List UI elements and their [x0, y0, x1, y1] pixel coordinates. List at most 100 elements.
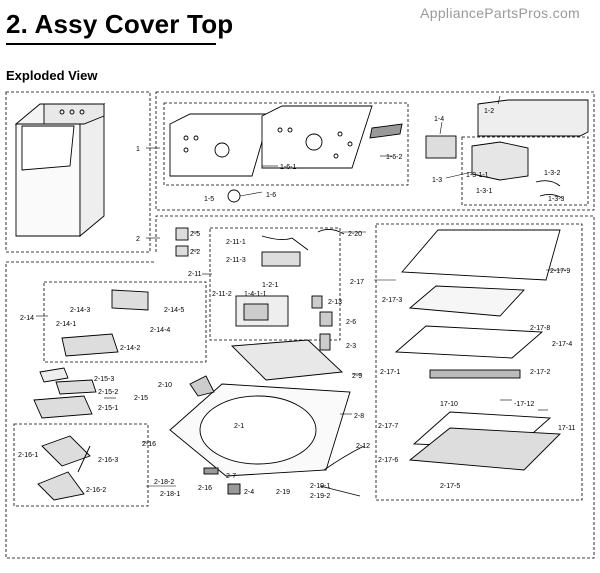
dispenser-2-14-2: [61, 333, 119, 357]
part-label: 1-2: [484, 108, 494, 115]
part-label: 2-2: [190, 249, 200, 256]
part-label: 2-11-3: [226, 257, 246, 264]
part-label: 2-4: [244, 489, 254, 496]
wire-2-20: [317, 229, 345, 235]
group-1-box: [155, 91, 595, 211]
part-label: 2-9: [352, 373, 362, 380]
part-label: 2-11: [188, 271, 202, 278]
part-label: 17-11: [558, 425, 575, 432]
valve-2-13: [311, 295, 323, 309]
part-label: 2-16-3: [98, 457, 118, 464]
part-label: 2-18-2: [154, 479, 174, 486]
part-label: 2-15-1: [98, 405, 118, 412]
part-label: 2-14-3: [70, 307, 90, 314]
part-label: 2-16: [198, 485, 212, 492]
part-label: 1-3: [432, 177, 442, 184]
bracket-2-16-2: [37, 471, 85, 501]
part-label: 2-17-8: [530, 325, 550, 332]
lid-frame-2-17-9: [401, 229, 561, 281]
part-label: 2-13: [328, 299, 342, 306]
wire-2-19: [319, 485, 361, 497]
watermark-text: AppliancePartsPros.com: [420, 5, 580, 21]
part-label: 2-17-9: [550, 268, 570, 275]
part-label: 2-3: [346, 343, 356, 350]
pcb-1-3-1: [471, 141, 529, 181]
wire-2-12: [323, 445, 365, 471]
group-2-14-box: [43, 281, 207, 363]
sensor-2-3: [319, 333, 331, 351]
bracket-2-9: [230, 339, 344, 381]
part-label: 1-3-1: [476, 188, 492, 195]
part-label: 1-4-1-1: [244, 291, 267, 298]
part-label: 2-17-5: [440, 483, 460, 490]
dispenser-2-14-3: [111, 289, 149, 311]
wire-1-3-3: [539, 193, 563, 199]
part-label: 1-6-2: [386, 154, 402, 161]
top-cover-opening: [199, 395, 317, 465]
part-label: 2-17-6: [378, 457, 398, 464]
part-label: 2-18-1: [160, 491, 180, 498]
part-label: 2-11-1: [226, 239, 246, 246]
lid-frame-2-17-1: [394, 325, 544, 359]
part-label: 2-6: [346, 319, 356, 326]
group-1-3-box: [461, 136, 589, 206]
part-label: 2-14-1: [56, 321, 76, 328]
part-label: 1-2-1: [262, 282, 278, 289]
part-label: 2-7: [226, 473, 236, 480]
control-panel-back: [261, 105, 373, 169]
part-label: 2-12: [356, 443, 370, 450]
part-label: 2-17-3: [382, 297, 402, 304]
dispenser-2-15-2: [55, 379, 97, 395]
part-label: 2-17-4: [552, 341, 572, 348]
part-label: 1-6-1: [280, 164, 296, 171]
dispenser-2-15-3: [39, 367, 69, 383]
knob-1-5: [227, 189, 241, 203]
part-label: 1-3-1-1: [466, 172, 489, 179]
part-label: 2-19: [276, 489, 290, 496]
part-label: 2-10: [158, 382, 172, 389]
part-label: 2-11-2: [212, 291, 232, 298]
group-1-6-box: [163, 102, 409, 186]
section-subtitle: Exploded View: [6, 68, 98, 83]
group-2-box: [5, 215, 595, 559]
part-2-10: [189, 375, 215, 397]
group-label-1: 1: [136, 146, 140, 153]
part-label: 2-15-3: [94, 376, 114, 383]
harness-2-11-1: [261, 235, 309, 251]
wire-1-3-2: [535, 180, 561, 187]
part-label: 2-19-2: [310, 493, 330, 500]
part-label: 17-10: [440, 401, 458, 408]
lid-glass-2-17-8: [408, 285, 525, 317]
part-label: 2-17-2: [530, 369, 550, 376]
part-label: 2-17: [350, 279, 364, 286]
part-label: 1-4: [434, 116, 444, 123]
panel-2-11-2-inner: [243, 303, 269, 321]
strip-2-17-12: [429, 369, 521, 379]
part-label: -17-12: [514, 401, 534, 408]
part-label: 2-16-2: [86, 487, 106, 494]
part-label: 2-1: [234, 423, 244, 430]
sensor-2-5: [175, 227, 189, 241]
group-label-2: 2: [136, 236, 140, 243]
lid-frame-2-17-6: [408, 427, 562, 471]
drawer-2-15-1: [33, 395, 93, 419]
group-2-16-box: [13, 423, 149, 507]
part-label: 1-3-3: [548, 196, 564, 203]
washer-overview-illustration: [14, 103, 106, 237]
part-label: 2-14-2: [120, 345, 140, 352]
part-label: 2-17-7: [378, 423, 398, 430]
part-label: 2-8: [354, 413, 364, 420]
part-label: 2-20: [348, 231, 362, 238]
pump-2-6: [319, 311, 333, 327]
part-label: 2-14: [20, 315, 34, 322]
overview-box: [5, 91, 151, 253]
part-label: 2-17-1: [380, 369, 400, 376]
part-label: 1-3-2: [544, 170, 560, 177]
part-label: 2-19-1: [310, 483, 330, 490]
part-label: 2-15-2: [98, 389, 118, 396]
part-label: 1-6: [266, 192, 276, 199]
part-label: 2-14-5: [164, 307, 184, 314]
part-label: 2-15: [134, 395, 148, 402]
title-underline: [6, 43, 216, 45]
